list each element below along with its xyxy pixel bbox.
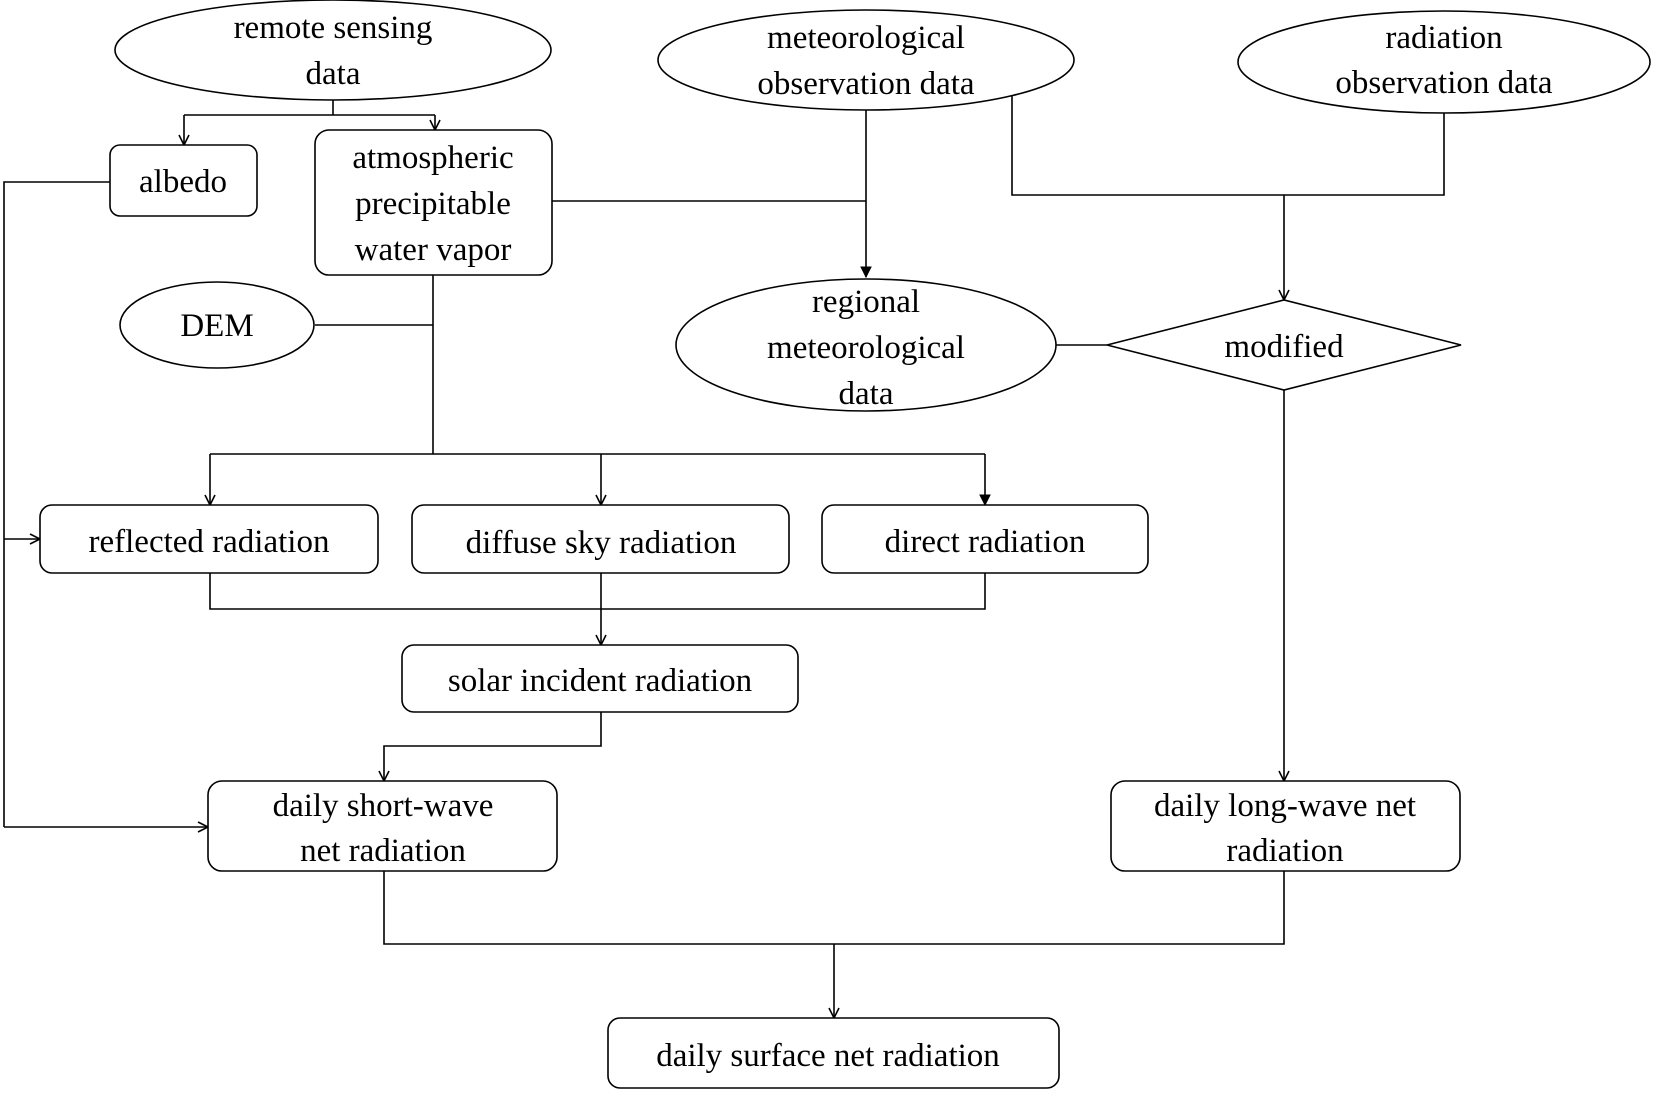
node-daily-long-wave-net-radiation: daily long-wave net radiation xyxy=(1110,780,1461,872)
node-label: net radiation xyxy=(300,833,466,869)
node-solar-incident-radiation: solar incident radiation xyxy=(401,644,799,713)
connector-albedo-trunk xyxy=(3,181,110,827)
node-label: radiation xyxy=(1385,20,1502,56)
connector-meteorological-to-modified xyxy=(1011,94,1445,196)
connector-net-merge xyxy=(383,871,1285,945)
node-label: atmospheric xyxy=(352,140,513,176)
node-label: direct radiation xyxy=(885,524,1086,560)
node-label: modified xyxy=(1224,329,1344,365)
node-label: DEM xyxy=(180,308,253,344)
node-reflected-radiation: reflected radiation xyxy=(39,504,379,574)
node-diffuse-sky-radiation: diffuse sky radiation xyxy=(411,504,790,574)
node-label: observation data xyxy=(1335,65,1553,101)
arrow-to-short-wave xyxy=(384,712,602,781)
node-label: precipitable xyxy=(355,186,511,222)
node-label: meteorological xyxy=(767,20,965,56)
node-label: radiation xyxy=(1226,833,1343,869)
node-dem: DEM xyxy=(119,281,315,369)
connectors xyxy=(3,94,1445,1018)
node-label: solar incident radiation xyxy=(448,663,752,699)
node-direct-radiation: direct radiation xyxy=(821,504,1149,574)
node-label: daily long-wave net xyxy=(1154,788,1416,824)
node-label: daily surface net radiation xyxy=(656,1038,1000,1074)
node-label: albedo xyxy=(139,164,227,200)
node-meteorological-observation-data: meteorological observation data xyxy=(657,9,1075,111)
node-albedo: albedo xyxy=(109,144,258,217)
node-atmospheric-precipitable-water-vapor: atmospheric precipitable water vapor xyxy=(314,129,553,276)
node-daily-surface-net-radiation: daily surface net radiation xyxy=(607,1017,1060,1089)
node-label: reflected radiation xyxy=(89,524,330,560)
node-remote-sensing-data: remote sensing data xyxy=(114,0,552,101)
node-regional-meteorological-data: regional meteorological data xyxy=(675,278,1057,412)
node-label: water vapor xyxy=(355,232,512,268)
node-radiation-observation-data: radiation observation data xyxy=(1237,10,1651,114)
node-label: observation data xyxy=(757,66,975,102)
arrow-to-albedo xyxy=(184,114,435,145)
node-daily-short-wave-net-radiation: daily short-wave net radiation xyxy=(207,780,558,872)
node-label: meteorological xyxy=(767,330,965,366)
node-modified: modified xyxy=(1106,299,1462,391)
connector-radiation-merge xyxy=(209,573,986,610)
node-label: regional xyxy=(812,284,920,320)
node-label: data xyxy=(839,376,894,412)
node-label: remote sensing xyxy=(234,10,433,46)
node-label: diffuse sky radiation xyxy=(466,525,737,561)
node-label: daily short-wave xyxy=(273,788,494,824)
node-label: data xyxy=(306,56,361,92)
